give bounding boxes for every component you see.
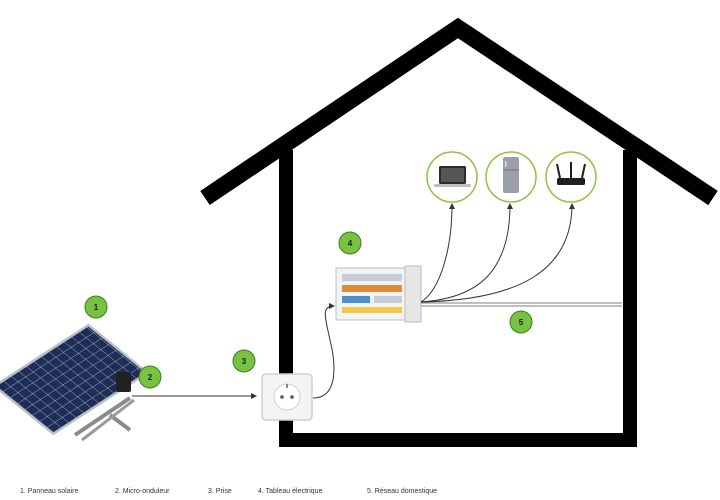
svg-text:2: 2 (148, 373, 153, 382)
legend-item-electrical-board: 4. Tableau électrique (258, 488, 323, 495)
svg-text:5: 5 (519, 318, 524, 327)
svg-text:3: 3 (242, 357, 247, 366)
legend-item-solar-panel: 1. Panneau solaire (20, 488, 79, 495)
appliance-laptop (426, 151, 478, 203)
badge-1: 1 (84, 295, 108, 319)
badge-3: 3 (232, 349, 256, 373)
wall-outlet (261, 373, 313, 421)
wire-to-fridge (420, 203, 513, 303)
badge-4: 4 (338, 231, 362, 255)
badge-2: 2 (138, 365, 162, 389)
wire-outlet-board (312, 303, 335, 399)
legend-item-outlet: 3. Prise (208, 488, 232, 495)
house-outline (200, 17, 718, 447)
svg-text:4: 4 (348, 239, 353, 248)
electrical-board (335, 265, 422, 323)
refrigerator-icon (503, 157, 519, 193)
legend-item-home-network: 5. Réseau domestique (367, 488, 438, 495)
solar-panel (0, 323, 150, 442)
svg-text:1: 1 (94, 303, 99, 312)
micro-inverter (116, 372, 131, 392)
legend-item-micro-inverter: 2. Micro-onduleur (115, 488, 170, 495)
laptop-icon (434, 166, 471, 187)
wire-to-router (420, 203, 575, 303)
badge-5: 5 (509, 310, 533, 334)
appliance-router (545, 151, 597, 203)
legend: 1. Panneau solaire 2. Micro-onduleur 3. … (20, 488, 710, 500)
router-icon (556, 162, 586, 185)
wire-to-laptop (420, 203, 455, 303)
appliance-fridge (485, 151, 537, 203)
home-network-wires (420, 203, 622, 307)
